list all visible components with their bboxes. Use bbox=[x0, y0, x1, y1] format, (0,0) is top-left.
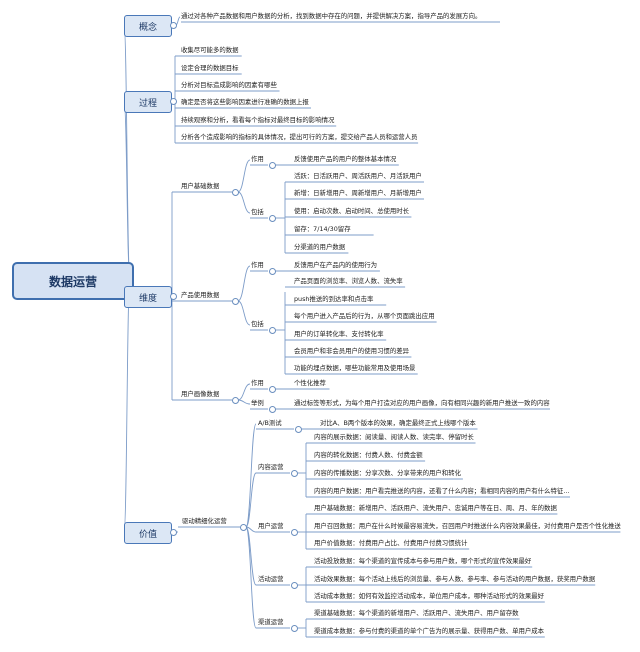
dimension-collapse-toggle[interactable] bbox=[170, 293, 177, 300]
dimension-group-name: 用户画像数据 bbox=[181, 390, 220, 398]
group-include-link bbox=[237, 191, 251, 214]
value-collapse-toggle[interactable] bbox=[170, 529, 177, 536]
value-group-item: 活动效果数据：每个活动上线后的浏览量、参与人数、参与率、参与活动的用户数据，获奖… bbox=[314, 575, 596, 583]
value-group-item: 用户召回数据：用户在什么时候最容易流失，召回用户时推送什么内容效果最佳，对付费用… bbox=[314, 522, 621, 530]
value-group-toggle[interactable] bbox=[291, 582, 298, 589]
include-label: 包括 bbox=[251, 320, 264, 328]
process-item: 确定是否将这些影响因素进行准确的数据上报 bbox=[181, 98, 309, 106]
process-item: 收集尽可能多的数据 bbox=[181, 46, 239, 54]
value-group-item: 活动投放数据：每个渠道的宣传成本与参与用户数，哪个形式的宣传效果最好 bbox=[314, 557, 532, 565]
group-include-link bbox=[237, 399, 251, 405]
value-group-link bbox=[245, 526, 257, 533]
include-item: 分渠道的用户数据 bbox=[294, 243, 346, 251]
process-item: 设定合理的数据目标 bbox=[181, 64, 239, 72]
root-to-concept-line bbox=[123, 24, 131, 280]
dimension-node[interactable]: 维度 bbox=[124, 286, 172, 308]
value-group-name: 渠道运营 bbox=[258, 618, 284, 626]
value-group-name: 内容运营 bbox=[258, 463, 284, 471]
include-toggle[interactable] bbox=[269, 327, 276, 334]
include-label: 举例 bbox=[251, 399, 264, 407]
process-item: 分析各个造成影响的指标的具体情况，提出可行的方案，提交给产品人员和运营人员 bbox=[181, 133, 418, 141]
group-role-link bbox=[237, 159, 251, 193]
value-group-link bbox=[245, 526, 257, 629]
value-group-name: 活动运营 bbox=[258, 575, 284, 583]
value-group-item: 用户价值数据：付费用户占比、付费用户付费习惯统计 bbox=[314, 539, 468, 547]
include-item: 功能的埋点数据，哪些功能常用及使用场景 bbox=[294, 364, 416, 372]
process-node[interactable]: 过程 bbox=[124, 91, 172, 113]
include-item: 每个用户进入产品后的行为，从哪个页面跳出应用 bbox=[294, 312, 435, 320]
dimension-group-toggle[interactable] bbox=[232, 397, 239, 404]
role-label: 作用 bbox=[251, 155, 264, 163]
group-include-link bbox=[237, 300, 251, 326]
process-item: 持续观察和分析，看看每个指标对最终目标的影响情况 bbox=[181, 116, 335, 124]
include-label: 包括 bbox=[251, 208, 264, 216]
value-node[interactable]: 价值 bbox=[124, 522, 172, 544]
include-item: 产品页面的浏览率、浏览人数、流失率 bbox=[294, 277, 403, 285]
include-item: 活跃：日活跃用户、周活跃用户、月活跃用户 bbox=[294, 172, 422, 180]
include-item: 会员用户和非会员用户的使用习惯的差异 bbox=[294, 347, 410, 355]
role-text: 反馈使用产品的用户的整体基本情况 bbox=[294, 155, 397, 163]
include-item: push推送的到达率和点击率 bbox=[294, 295, 374, 303]
include-toggle[interactable] bbox=[269, 215, 276, 222]
ab-link bbox=[245, 423, 257, 528]
dimension-group-name: 产品使用数据 bbox=[181, 291, 220, 299]
ab-label: A/B测试 bbox=[258, 419, 282, 427]
process-collapse-toggle[interactable] bbox=[170, 98, 177, 105]
value-group-toggle[interactable] bbox=[291, 529, 298, 536]
role-toggle[interactable] bbox=[269, 162, 276, 169]
include-item: 使用：启动次数、启动时间、总使用时长 bbox=[294, 207, 410, 215]
value-group-item: 活动成本数据：如何有效监控活动成本，单位用户成本，哪种活动形式的效果最好 bbox=[314, 592, 545, 600]
role-label: 作用 bbox=[251, 261, 264, 269]
root-to-value-line bbox=[123, 278, 131, 533]
value-group-item: 渠道基础数据：每个渠道的新增用户、活跃用户、流失用户、用户留存数 bbox=[314, 609, 519, 617]
include-toggle[interactable] bbox=[269, 406, 276, 413]
value-group-item: 渠道成本数据：参与付费的渠道的单个广告为的展示量、获得用户数、单用户成本 bbox=[314, 627, 545, 635]
root-node[interactable]: 数据运营 bbox=[12, 262, 134, 300]
process-item: 分析对目标造成影响的因素有哪些 bbox=[181, 81, 277, 89]
include-item: 用户的订单转化率、支付转化率 bbox=[294, 330, 384, 338]
value-hub: 驱动精细化运营 bbox=[182, 517, 227, 525]
value-group-toggle[interactable] bbox=[291, 470, 298, 477]
value-group-item: 内容的展示数据：阅读量、阅读人数、读完率、停留时长 bbox=[314, 433, 474, 441]
ab-text: 对比A、B两个版本的效果，确定最终正式上线哪个版本 bbox=[320, 419, 476, 427]
role-label: 作用 bbox=[251, 379, 264, 387]
value-group-toggle[interactable] bbox=[291, 625, 298, 632]
value-group-item: 内容的传播数据：分享次数、分享带来的用户和转化 bbox=[314, 469, 461, 477]
role-toggle[interactable] bbox=[269, 386, 276, 393]
concept-node[interactable]: 概念 bbox=[124, 15, 172, 37]
ab-toggle[interactable] bbox=[295, 426, 302, 433]
dimension-group-toggle[interactable] bbox=[232, 298, 239, 305]
concept-collapse-toggle[interactable] bbox=[170, 22, 177, 29]
group-role-link bbox=[237, 383, 251, 401]
concept-text: 通过对各种产品数据和用户数据的分析，找到数据中存在的问题，并提供解决方案，指导产… bbox=[181, 12, 482, 20]
value-hub-toggle[interactable] bbox=[240, 524, 247, 531]
include-item: 留存：7/14/30留存 bbox=[294, 225, 351, 233]
role-text: 个性化推荐 bbox=[294, 379, 326, 387]
value-group-item: 内容的转化数据：付费人数、付费金额 bbox=[314, 451, 423, 459]
role-toggle[interactable] bbox=[269, 268, 276, 275]
dimension-group-toggle[interactable] bbox=[232, 189, 239, 196]
role-text: 反馈用户在产品内的使用行为 bbox=[294, 261, 378, 269]
value-group-item: 用户基础数据：新增用户、活跃用户、流失用户、忠诚用户等在日、周、月、年的数据 bbox=[314, 504, 557, 512]
value-group-item: 内容的用户数据：用户看完推送的内容，还看了什么内容；看相同内容的用户有什么特征… bbox=[314, 487, 570, 495]
value-group-name: 用户运营 bbox=[258, 522, 284, 530]
dimension-group-name: 用户基础数据 bbox=[181, 182, 220, 190]
value-group-link bbox=[245, 472, 257, 528]
include-item: 新增：日新增用户、周新增用户、月新增用户 bbox=[294, 189, 422, 197]
group-role-link bbox=[237, 265, 251, 302]
include-item: 通过标签等形式，为每个用户打造对应的用户画像，向有相同兴趣的新用户推送一致的内容 bbox=[294, 399, 550, 407]
